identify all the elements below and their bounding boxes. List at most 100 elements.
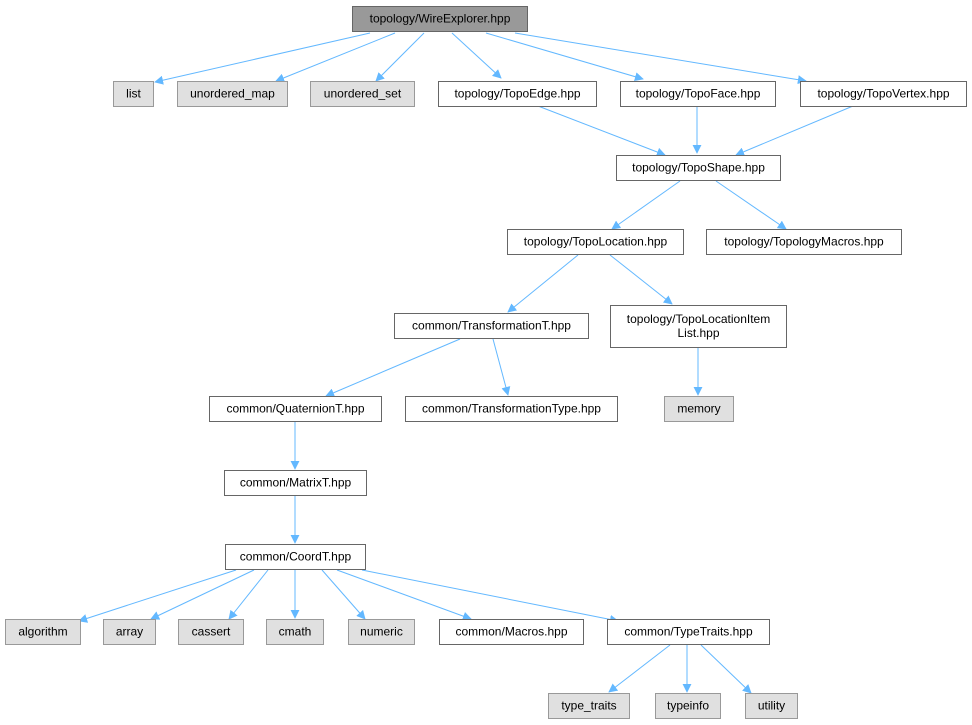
node-box [610, 305, 787, 348]
node-box [5, 619, 81, 645]
edge-wire-to-vertex [514, 32, 807, 85]
node-coord[interactable]: common/CoordT.hpp [225, 544, 366, 570]
node-box [620, 81, 776, 107]
node-box [177, 81, 288, 107]
node-box [655, 693, 721, 719]
node-label: cmath [279, 625, 312, 639]
node-face[interactable]: topology/TopoFace.hpp [620, 81, 776, 107]
node-box [439, 619, 584, 645]
node-box [607, 619, 770, 645]
node-box [394, 313, 589, 339]
node-label: unordered_set [324, 87, 402, 101]
node-label: common/QuaternionT.hpp [226, 402, 364, 416]
node-cmacros[interactable]: common/Macros.hpp [439, 619, 584, 645]
edge-wire-to-edge [451, 32, 502, 79]
node-transT[interactable]: common/TransformationT.hpp [394, 313, 589, 339]
edge-coord-to-cmacros [336, 569, 472, 621]
node-label: utility [758, 699, 785, 713]
node-box [352, 6, 528, 32]
node-box [438, 81, 597, 107]
node-label: topology/TopoFace.hpp [636, 87, 761, 101]
node-algorithm[interactable]: algorithm [5, 619, 81, 645]
node-label: cassert [192, 625, 231, 639]
edge-coord-to-numeric [321, 569, 366, 620]
node-label: topology/TopoVertex.hpp [817, 87, 949, 101]
node-box [113, 81, 154, 107]
node-macros_topo[interactable]: topology/TopologyMacros.hpp [706, 229, 902, 255]
node-label: list [126, 87, 141, 101]
node-type_traits[interactable]: type_traits [548, 693, 630, 719]
node-edge[interactable]: topology/TopoEdge.hpp [438, 81, 597, 107]
node-location[interactable]: topology/TopoLocation.hpp [507, 229, 684, 255]
node-label: common/TypeTraits.hpp [624, 625, 753, 639]
node-typeinfo[interactable]: typeinfo [655, 693, 721, 719]
node-box [266, 619, 324, 645]
node-box [405, 396, 618, 422]
node-box [800, 81, 967, 107]
node-box [310, 81, 415, 107]
edges-layer [78, 32, 854, 694]
node-label: common/CoordT.hpp [240, 550, 352, 564]
edge-wire-to-umap [275, 32, 396, 83]
node-box [616, 155, 781, 181]
edge-wire-to-list [154, 32, 371, 85]
edge-vertex-to-shape [735, 105, 854, 157]
node-box [664, 396, 734, 422]
node-label: topology/WireExplorer.hpp [370, 12, 511, 26]
node-list[interactable]: list [113, 81, 154, 107]
node-memory[interactable]: memory [664, 396, 734, 422]
node-label: unordered_map [190, 87, 275, 101]
node-matrix[interactable]: common/MatrixT.hpp [224, 470, 367, 496]
node-transType[interactable]: common/TransformationType.hpp [405, 396, 618, 422]
node-label: common/TransformationType.hpp [422, 402, 601, 416]
edge-wire-to-face [485, 32, 644, 82]
node-label: common/MatrixT.hpp [240, 476, 352, 490]
nodes-layer: topology/WireExplorer.hpp list unordered_m… [5, 6, 967, 719]
node-umap[interactable]: unordered_map [177, 81, 288, 107]
node-wire[interactable]: topology/WireExplorer.hpp [352, 6, 528, 32]
node-box [745, 693, 798, 719]
node-label: numeric [360, 625, 403, 639]
node-traits[interactable]: common/TypeTraits.hpp [607, 619, 770, 645]
node-label: memory [677, 402, 720, 416]
node-uset[interactable]: unordered_set [310, 81, 415, 107]
node-shape[interactable]: topology/TopoShape.hpp [616, 155, 781, 181]
node-label: type_traits [561, 699, 616, 713]
edge-traits-to-utility [700, 644, 752, 694]
node-quat[interactable]: common/QuaternionT.hpp [209, 396, 382, 422]
edge-shape-to-location [611, 180, 681, 230]
node-label: topology/TopoLocationItem [627, 312, 770, 326]
node-array[interactable]: array [103, 619, 156, 645]
node-label: algorithm [18, 625, 67, 639]
node-label: topology/TopoEdge.hpp [454, 87, 580, 101]
edge-coord-to-algorithm [78, 569, 237, 623]
node-numeric[interactable]: numeric [348, 619, 415, 645]
node-box [178, 619, 244, 645]
node-label: array [116, 625, 143, 639]
node-label: common/Macros.hpp [455, 625, 567, 639]
node-box [224, 470, 367, 496]
edge-transT-to-transType [492, 338, 511, 396]
node-box [348, 619, 415, 645]
node-box [225, 544, 366, 570]
node-utility[interactable]: utility [745, 693, 798, 719]
node-label: typeinfo [667, 699, 709, 713]
node-label: topology/TopoLocation.hpp [524, 235, 668, 249]
node-box [209, 396, 382, 422]
node-box [706, 229, 902, 255]
node-vertex[interactable]: topology/TopoVertex.hpp [800, 81, 967, 107]
edge-edge-to-shape [537, 105, 666, 157]
edge-location-to-locItem [609, 254, 673, 305]
node-box [548, 693, 630, 719]
node-cassert[interactable]: cassert [178, 619, 244, 645]
node-label: List.hpp [677, 326, 719, 340]
node-cmath[interactable]: cmath [266, 619, 324, 645]
node-label: topology/TopologyMacros.hpp [724, 235, 884, 249]
node-box [507, 229, 684, 255]
node-label: common/TransformationT.hpp [412, 319, 571, 333]
edge-traits-to-type_traits [608, 644, 671, 693]
edge-transT-to-quat [325, 338, 461, 397]
node-label: topology/TopoShape.hpp [632, 161, 765, 175]
